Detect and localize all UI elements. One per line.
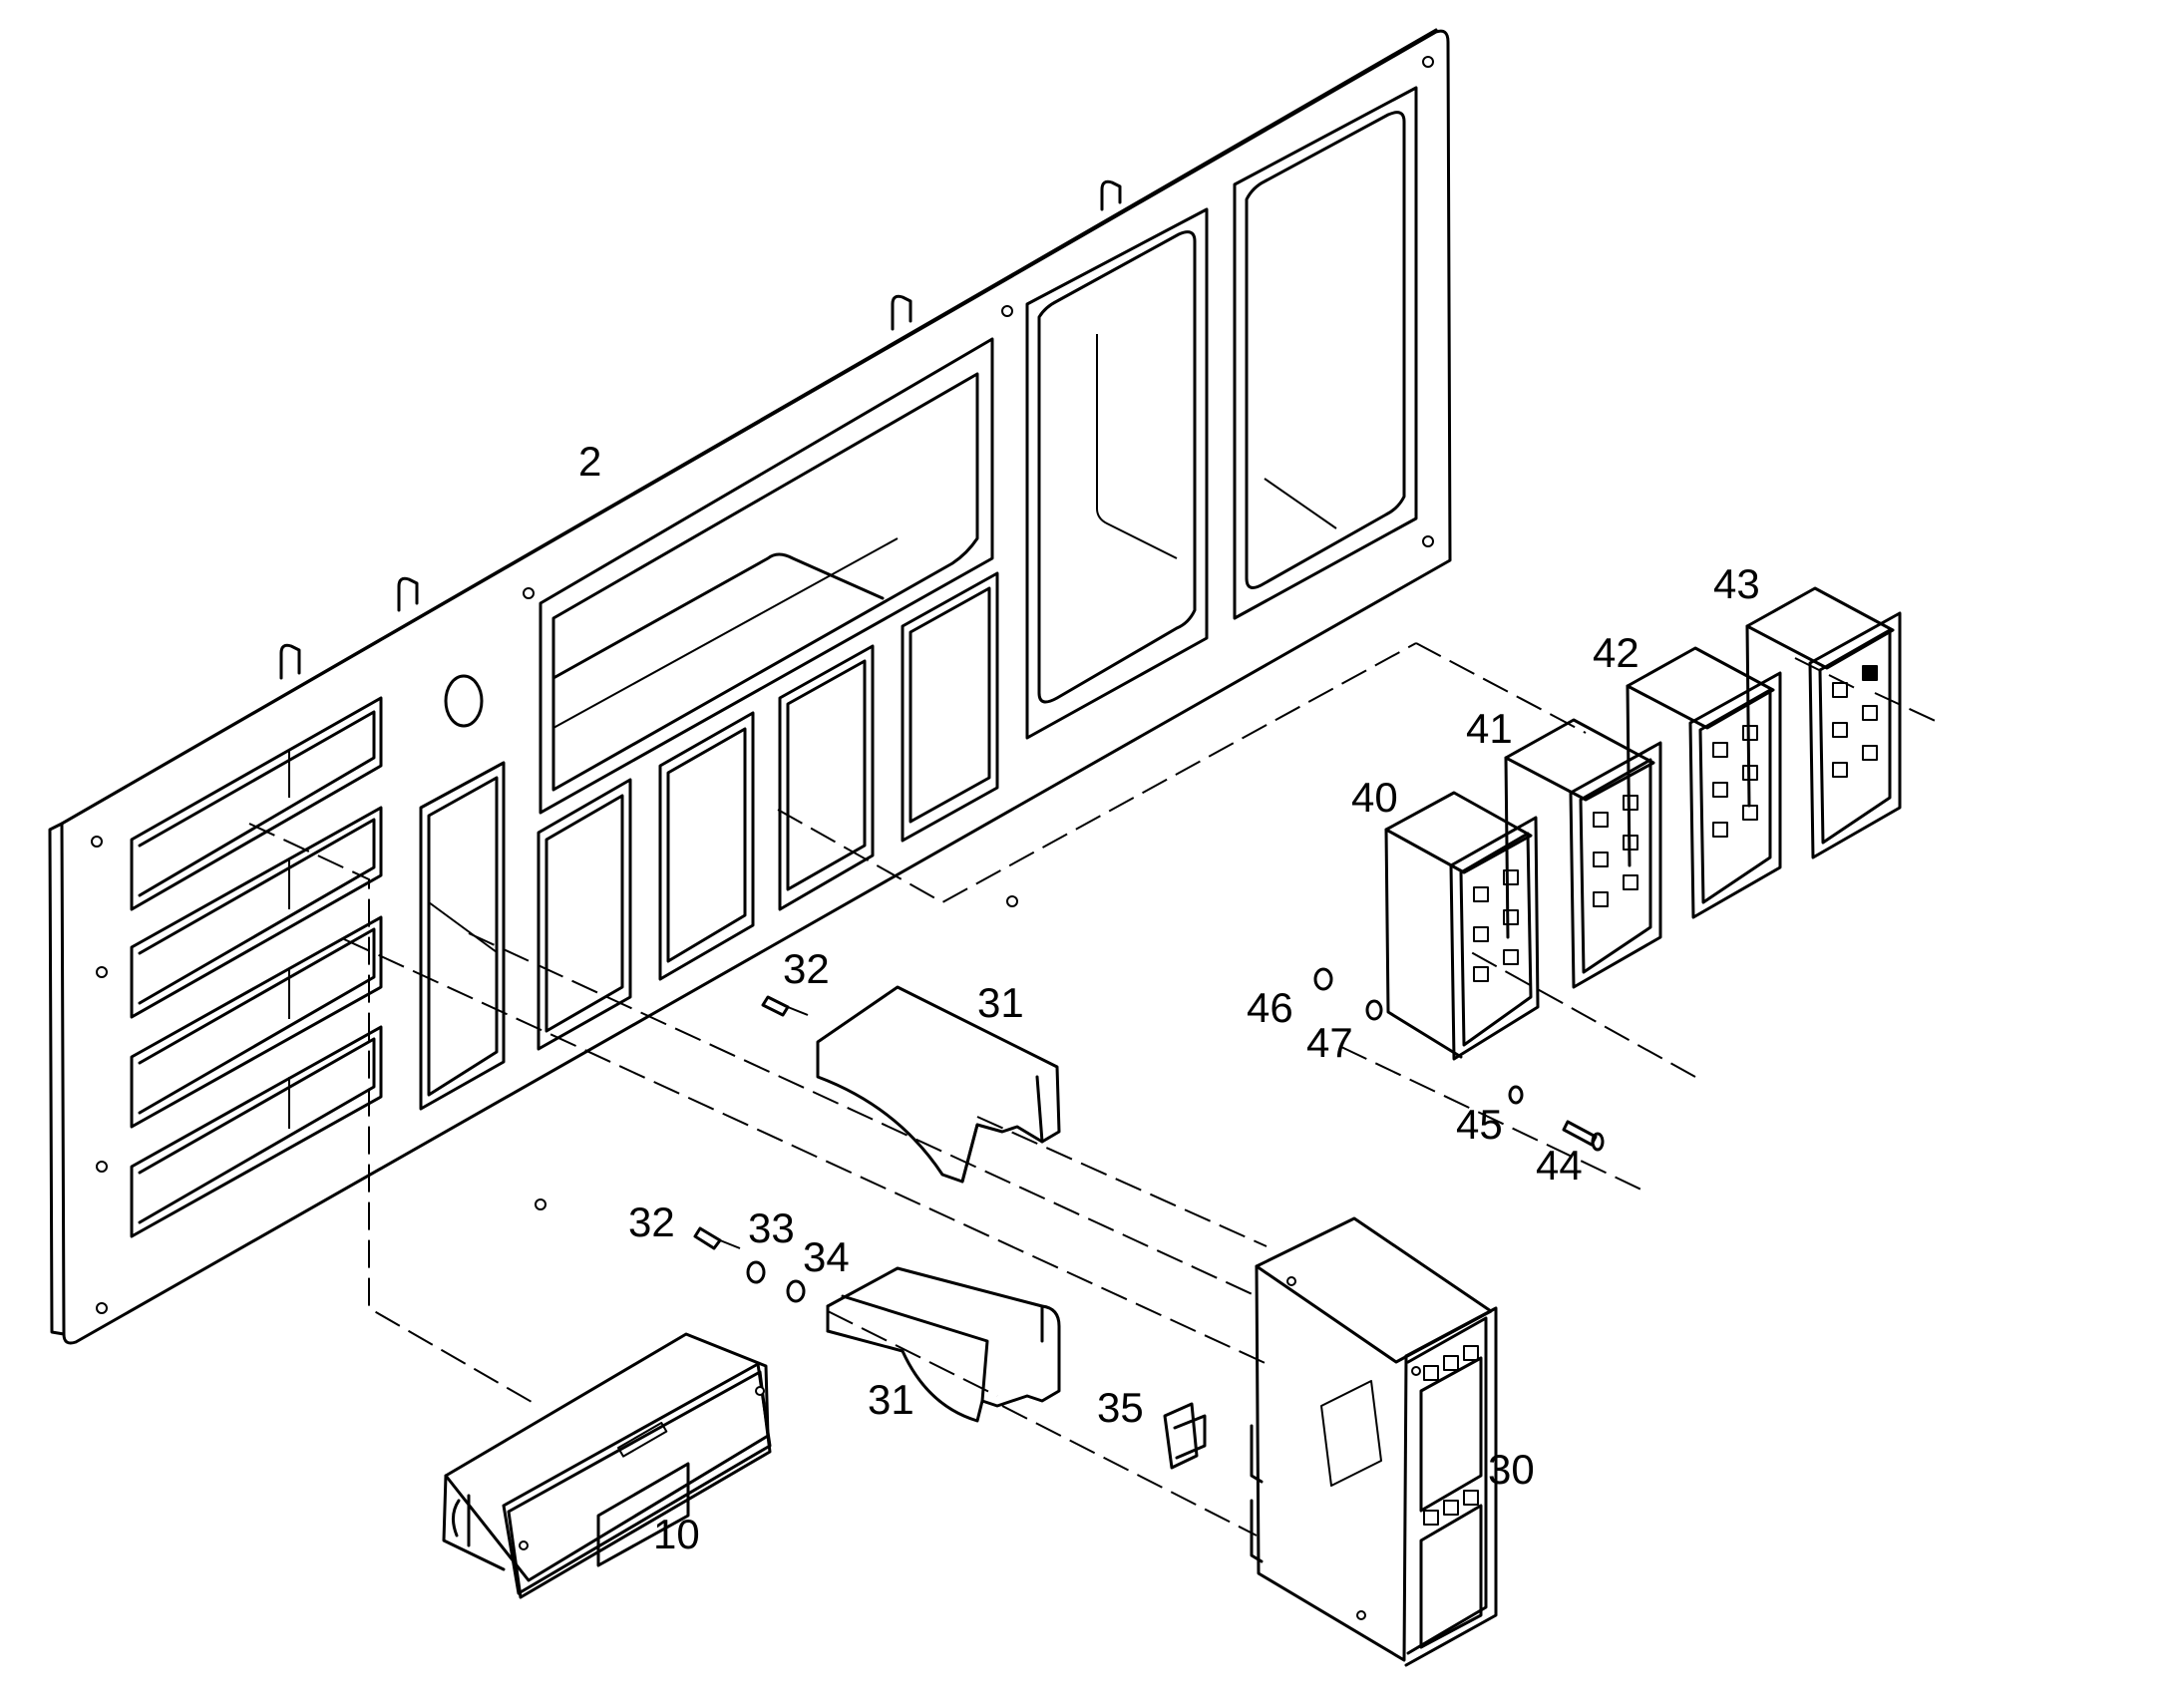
connector-part-35: [1163, 1402, 1207, 1470]
unit-10-brand-plate: [616, 1422, 668, 1458]
callout-34: 34: [803, 1233, 850, 1280]
callout-33: 33: [748, 1204, 795, 1251]
washer-part-34: [786, 1279, 806, 1303]
panel-tall-cutout: [419, 761, 506, 1111]
callout-43: 43: [1713, 560, 1760, 607]
callout-46: 46: [1247, 984, 1293, 1031]
tray-part-31-lower: [826, 1266, 1061, 1423]
callout-32-lower: 32: [628, 1198, 675, 1245]
screw-part-32-upper: [761, 995, 809, 1017]
panel-left-cutouts: [130, 696, 383, 1238]
callout-30: 30: [1488, 1446, 1535, 1493]
washer-part-33: [746, 1260, 766, 1284]
washer-part-47: [1365, 999, 1383, 1021]
callout-10: 10: [653, 1511, 700, 1557]
callout-45: 45: [1456, 1101, 1503, 1148]
assembly-guide-lines: [248, 642, 1941, 1537]
callout-32-upper: 32: [783, 945, 830, 992]
callout-44: 44: [1536, 1142, 1583, 1189]
callout-41: 41: [1466, 705, 1513, 752]
callout-35: 35: [1097, 1384, 1144, 1431]
panel-right-cutout-1: [1025, 207, 1209, 740]
unit-part-10: [442, 1332, 772, 1599]
callout-40: 40: [1351, 774, 1398, 821]
callout-42: 42: [1593, 629, 1639, 676]
unit-part-30: [1250, 1216, 1498, 1667]
screw-part-32-lower: [693, 1226, 741, 1250]
panel-small-cutouts: [537, 571, 999, 1051]
panel-mounting-holes: [91, 56, 1434, 1314]
screw-part-44: [1562, 1120, 1605, 1152]
washer-part-45: [1508, 1085, 1524, 1105]
panel-round-cutout: [444, 674, 484, 728]
callout-31-lower: 31: [868, 1376, 914, 1423]
panel-right-cutout-2: [1233, 86, 1418, 620]
nut-part-46: [1313, 967, 1333, 991]
panel-large-cutout: [539, 337, 994, 815]
callout-31-upper: 31: [977, 979, 1024, 1026]
callout-47: 47: [1306, 1019, 1353, 1066]
panel-part-2: [48, 28, 1452, 1345]
callout-2: 2: [578, 438, 601, 485]
callout-labels: 2 10 30 31 31 32 32 33 34 35 40 41 42 43…: [578, 438, 1760, 1557]
cover-part-31-upper: [816, 985, 1061, 1184]
unit-30-buttons: [1423, 1345, 1479, 1526]
module-part-43: [1745, 586, 1902, 859]
module-part-40: [1384, 791, 1540, 1061]
